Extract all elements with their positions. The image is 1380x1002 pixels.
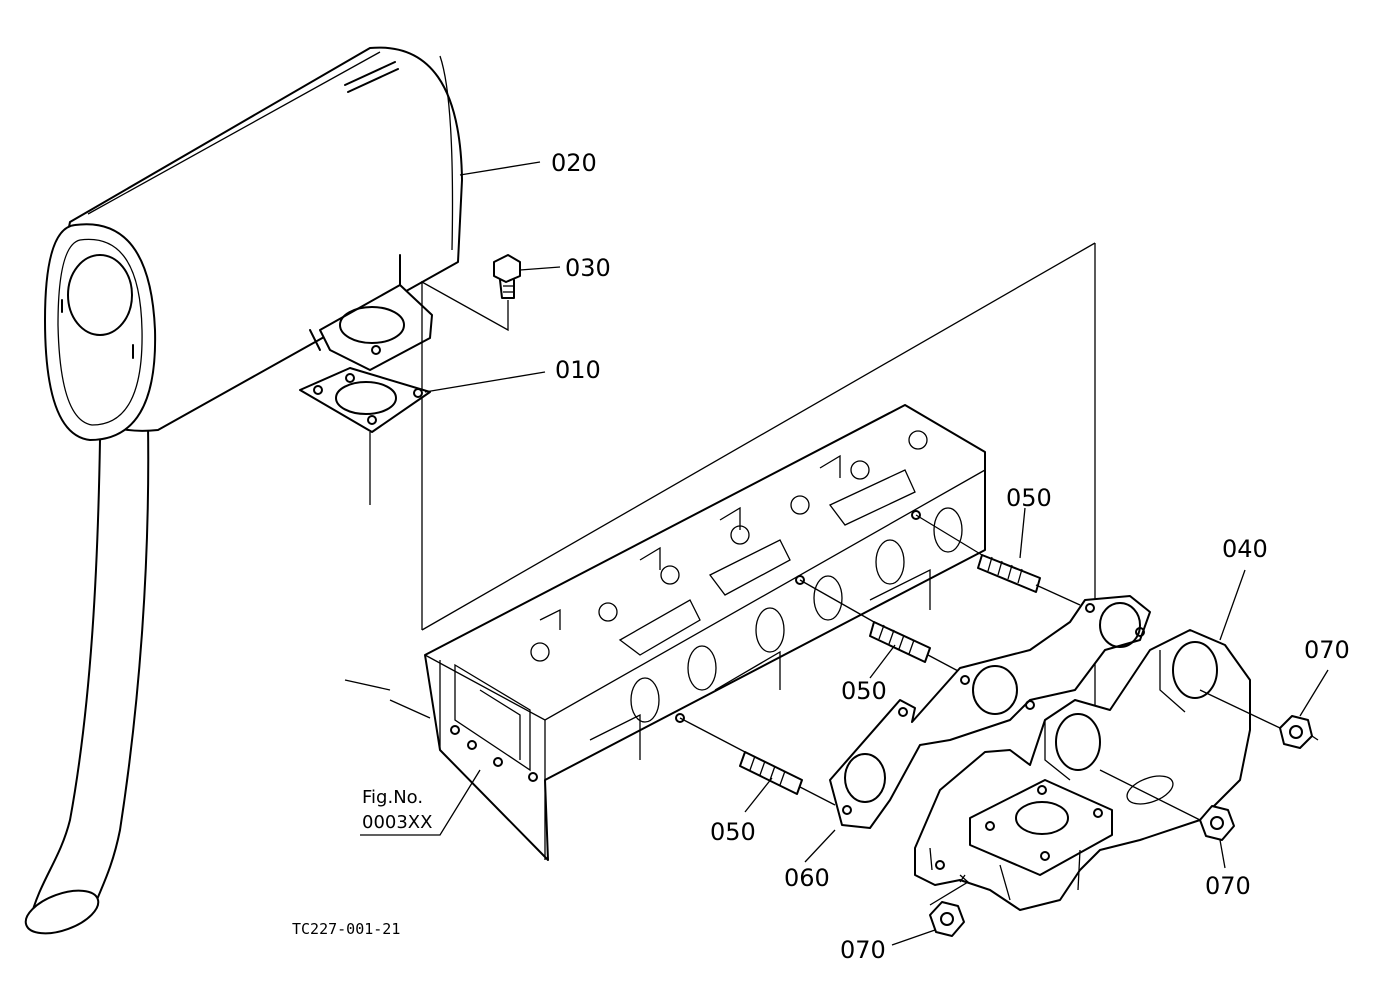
figure-ref-number: 0003XX bbox=[362, 812, 432, 833]
callout-060: 060 bbox=[784, 864, 830, 892]
callout-070-middle: 070 bbox=[1205, 872, 1251, 900]
callout-040: 040 bbox=[1222, 535, 1268, 563]
callout-050-lower: 050 bbox=[710, 818, 756, 846]
stud-part-050-upper bbox=[977, 554, 1041, 593]
gasket-part-010 bbox=[299, 367, 431, 433]
callout-020: 020 bbox=[551, 149, 597, 177]
gasket-part-060 bbox=[829, 595, 1151, 829]
nut-part-070-lower bbox=[929, 901, 965, 937]
cylinder-head-reference bbox=[344, 404, 986, 861]
figure-ref-label: Fig.No. bbox=[362, 787, 423, 808]
plug-part-030 bbox=[493, 254, 521, 299]
nut-part-070-middle bbox=[1199, 805, 1235, 841]
callout-070-right: 070 bbox=[1304, 636, 1350, 664]
stud-part-050-middle bbox=[869, 621, 931, 663]
callout-050-middle: 050 bbox=[841, 677, 887, 705]
callout-030: 030 bbox=[565, 254, 611, 282]
callout-070-lower: 070 bbox=[840, 936, 886, 964]
manifold-part-040 bbox=[914, 629, 1251, 911]
nut-part-070-right bbox=[1279, 715, 1313, 749]
muffler-part-020 bbox=[24, 46, 463, 935]
drawing-id: TC227-001-21 bbox=[292, 920, 400, 938]
stud-part-050-lower bbox=[739, 751, 803, 795]
callout-010: 010 bbox=[555, 356, 601, 384]
callout-050-upper: 050 bbox=[1006, 484, 1052, 512]
